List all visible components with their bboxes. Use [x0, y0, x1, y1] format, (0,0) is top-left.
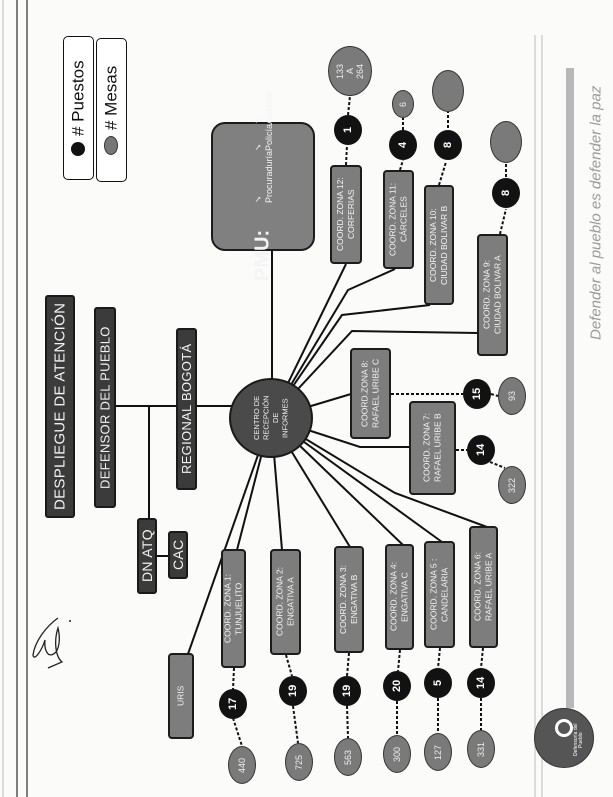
zone-5-mesas: 127 — [424, 733, 452, 771]
dn-atq-box: DN ATQ — [137, 518, 157, 594]
zone-6-line2: RAFAEL URIBE A — [483, 552, 494, 622]
zone-5-line2: CANDELARIA — [439, 567, 450, 622]
zone-10-line2: CIUDAD BOLIVAR B — [439, 205, 449, 285]
check-icon: ✓ — [252, 114, 262, 125]
zone-10-puestos: 8 — [434, 130, 462, 160]
legend-puestos-label: # Puestos — [68, 60, 88, 136]
zone-3-mesas: 563 — [334, 738, 362, 776]
zone-6-line1: COORD. ZONA 6: — [472, 552, 483, 622]
zone-4-line1: COORD. ZONA 4: — [388, 562, 399, 632]
pmu-item: ✓ Alcaldía — [252, 92, 274, 125]
zone-9-line1: COORD. ZONA 9: — [481, 260, 492, 330]
pmu-item: ✓ Procuraduría — [252, 151, 274, 204]
zone-2-box: COORD. ZONA 2: ENGATIVA A — [270, 549, 301, 655]
zone-12-mesas: 133 A 264 — [328, 46, 372, 96]
zone-11-line2: CÁRCELES — [398, 196, 409, 243]
cac-box: CAC — [168, 531, 188, 579]
zone-4-mesas: 300 — [383, 735, 411, 773]
zone-1-box: COORD. ZONA 1: TUNJUELITO — [221, 549, 246, 668]
zone-7-puestos: 14 — [467, 435, 495, 465]
zone-4-box: COORD. ZONA 4: ENGATIVA C — [385, 544, 414, 650]
pmu-box: PMU: ✓ Procuraduría ✓ Policía ✓ Alcaldía — [211, 92, 315, 281]
zone-1-line1: COORD. ZONA 1: — [222, 574, 233, 643]
zone-1-mesas: 440 — [228, 746, 256, 784]
check-icon: ✓ — [252, 141, 262, 152]
zone-8-puestos: 15 — [463, 379, 491, 409]
legend-puestos: # Puestos — [63, 36, 94, 180]
legend-mesas: # Mesas — [96, 38, 127, 182]
zone-4-line2: ENGATIVA C — [399, 572, 410, 622]
legend-mesas-label: # Mesas — [101, 65, 121, 130]
zone-12-line2: CORFERIAS — [346, 189, 356, 240]
zone-1-line2: TUNJUELITO — [233, 582, 244, 635]
zone-8-mesas: 93 — [498, 377, 526, 415]
zone-9-mesas — [490, 121, 522, 163]
zone-8-line2: RAFAEL URIBE C — [370, 358, 381, 429]
zone-12-line1: COORD. ZONA 12: — [335, 177, 345, 252]
accent-bar — [566, 68, 574, 708]
zone-10-line1: COORD. ZONA 10: — [428, 208, 438, 282]
defensoria-logo: Defensoría del Pueblo — [534, 708, 594, 768]
zone-3-line1: COORD. ZONA 3: — [338, 565, 348, 634]
zone-6-puestos: 14 — [467, 668, 495, 698]
zone-1-puestos: 17 — [219, 689, 247, 719]
zone-7-box: COORD. ZONA 7: RAFAEL URIBE B — [409, 401, 456, 495]
zone-7-line2: RAFAEL URIBE B — [432, 413, 443, 483]
zone-11-line1: COORD. ZONA 11: — [387, 182, 398, 257]
zone-2-mesas: 725 — [285, 743, 313, 781]
zone-4-puestos: 20 — [383, 671, 411, 701]
zone-2-line2: ENGATIVA A — [285, 577, 296, 627]
zone-5-box: COORD. ZONA 5 : CANDELARIA — [424, 541, 455, 648]
defensor-box: DEFENSOR DEL PUEBLO — [94, 307, 116, 508]
logo-emblem-icon — [555, 719, 573, 737]
mesa-legend-icon — [104, 135, 119, 155]
zone-3-puestos: 19 — [333, 676, 361, 706]
zone-8-line1: COORD.ZONA 8: — [359, 360, 370, 427]
zone-9-puestos: 8 — [492, 178, 520, 208]
zone-10-box: COORD. ZONA 10: CIUDAD BOLIVAR B — [424, 185, 454, 305]
zone-10-mesas — [432, 70, 464, 112]
zone-8-box: COORD.ZONA 8: RAFAEL URIBE C — [350, 348, 391, 439]
zone-6-box: COORD. ZONA 6: RAFAEL URIBE A — [469, 526, 498, 648]
pmu-title: PMU: — [251, 229, 274, 281]
regional-box: REGIONAL BOGOTÁ — [176, 328, 197, 490]
zone-2-puestos: 19 — [279, 676, 307, 706]
title-despliegue: DESPLIEGUE DE ATENCIÓN — [45, 295, 75, 518]
zone-3-line2: ENGATIVA B — [349, 574, 359, 625]
zone-3-box: COORD. ZONA 3: ENGATIVA B — [334, 546, 364, 653]
slogan: Defender al pueblo es defender la paz — [587, 85, 605, 341]
zone-12-box: COORD. ZONA 12: CORFERIAS — [330, 165, 362, 264]
zone-2-line1: COORD. ZONA 2: — [274, 567, 285, 637]
puesto-legend-icon — [71, 141, 86, 156]
zone-9-box: COORD. ZONA 9: CIUDAD BOLIVAR A — [477, 234, 508, 356]
zone-11-box: COORD. ZONA 11: CÁRCELES — [383, 170, 414, 269]
zone-11-mesas: 6 — [392, 90, 414, 118]
zone-11-puestos: 4 — [389, 130, 417, 160]
zone-9-line2: CIUDAD BOLIVAR A — [492, 255, 503, 335]
check-icon: ✓ — [252, 193, 262, 204]
zone-5-puestos: 5 — [424, 668, 452, 698]
pmu-item: ✓ Policía — [252, 124, 274, 152]
pmu-list: ✓ Procuraduría ✓ Policía ✓ Alcaldía — [251, 92, 275, 203]
logo-text: Defensoría del Pueblo — [573, 723, 584, 757]
zone-12-puestos: 1 — [334, 115, 362, 145]
zone-7-mesas: 322 — [498, 466, 526, 504]
uris-box: URIS — [168, 653, 194, 739]
zone-7-line1: COORD. ZONA 7: — [421, 413, 432, 483]
zone-5-line1: COORD. ZONA 5 : — [428, 558, 439, 631]
zone-6-mesas: 331 — [467, 730, 495, 768]
centro-recepcion-circle: CENTRO DE RECEPCIÓN DE INFORMES — [229, 378, 313, 458]
